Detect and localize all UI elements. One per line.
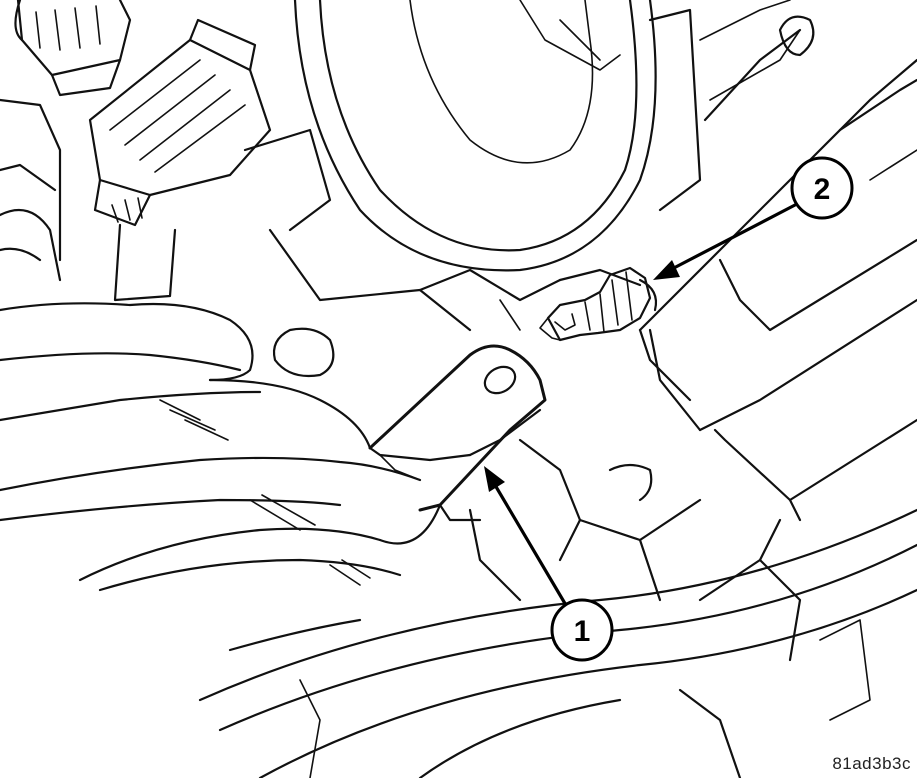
callout-2: 2	[653, 156, 854, 280]
bracket-strap	[368, 344, 547, 522]
callout-1-number: 1	[574, 615, 591, 648]
callout-1: 1	[484, 466, 614, 662]
throttle-body-housing	[293, 0, 815, 272]
callout-2-number: 2	[814, 173, 831, 206]
lower-hoses	[198, 438, 917, 778]
callout-1-circle	[550, 598, 614, 662]
electrical-connector-lower	[88, 18, 272, 302]
figure-id-label: 81ad3b3c	[832, 754, 911, 773]
engine-component-right	[638, 28, 917, 522]
mounting-bracket	[0, 98, 642, 332]
callout-2-circle	[790, 156, 854, 220]
hand-illustration	[0, 208, 442, 652]
sensor-assembly	[539, 266, 658, 342]
electrical-connector-upper	[14, 0, 132, 97]
